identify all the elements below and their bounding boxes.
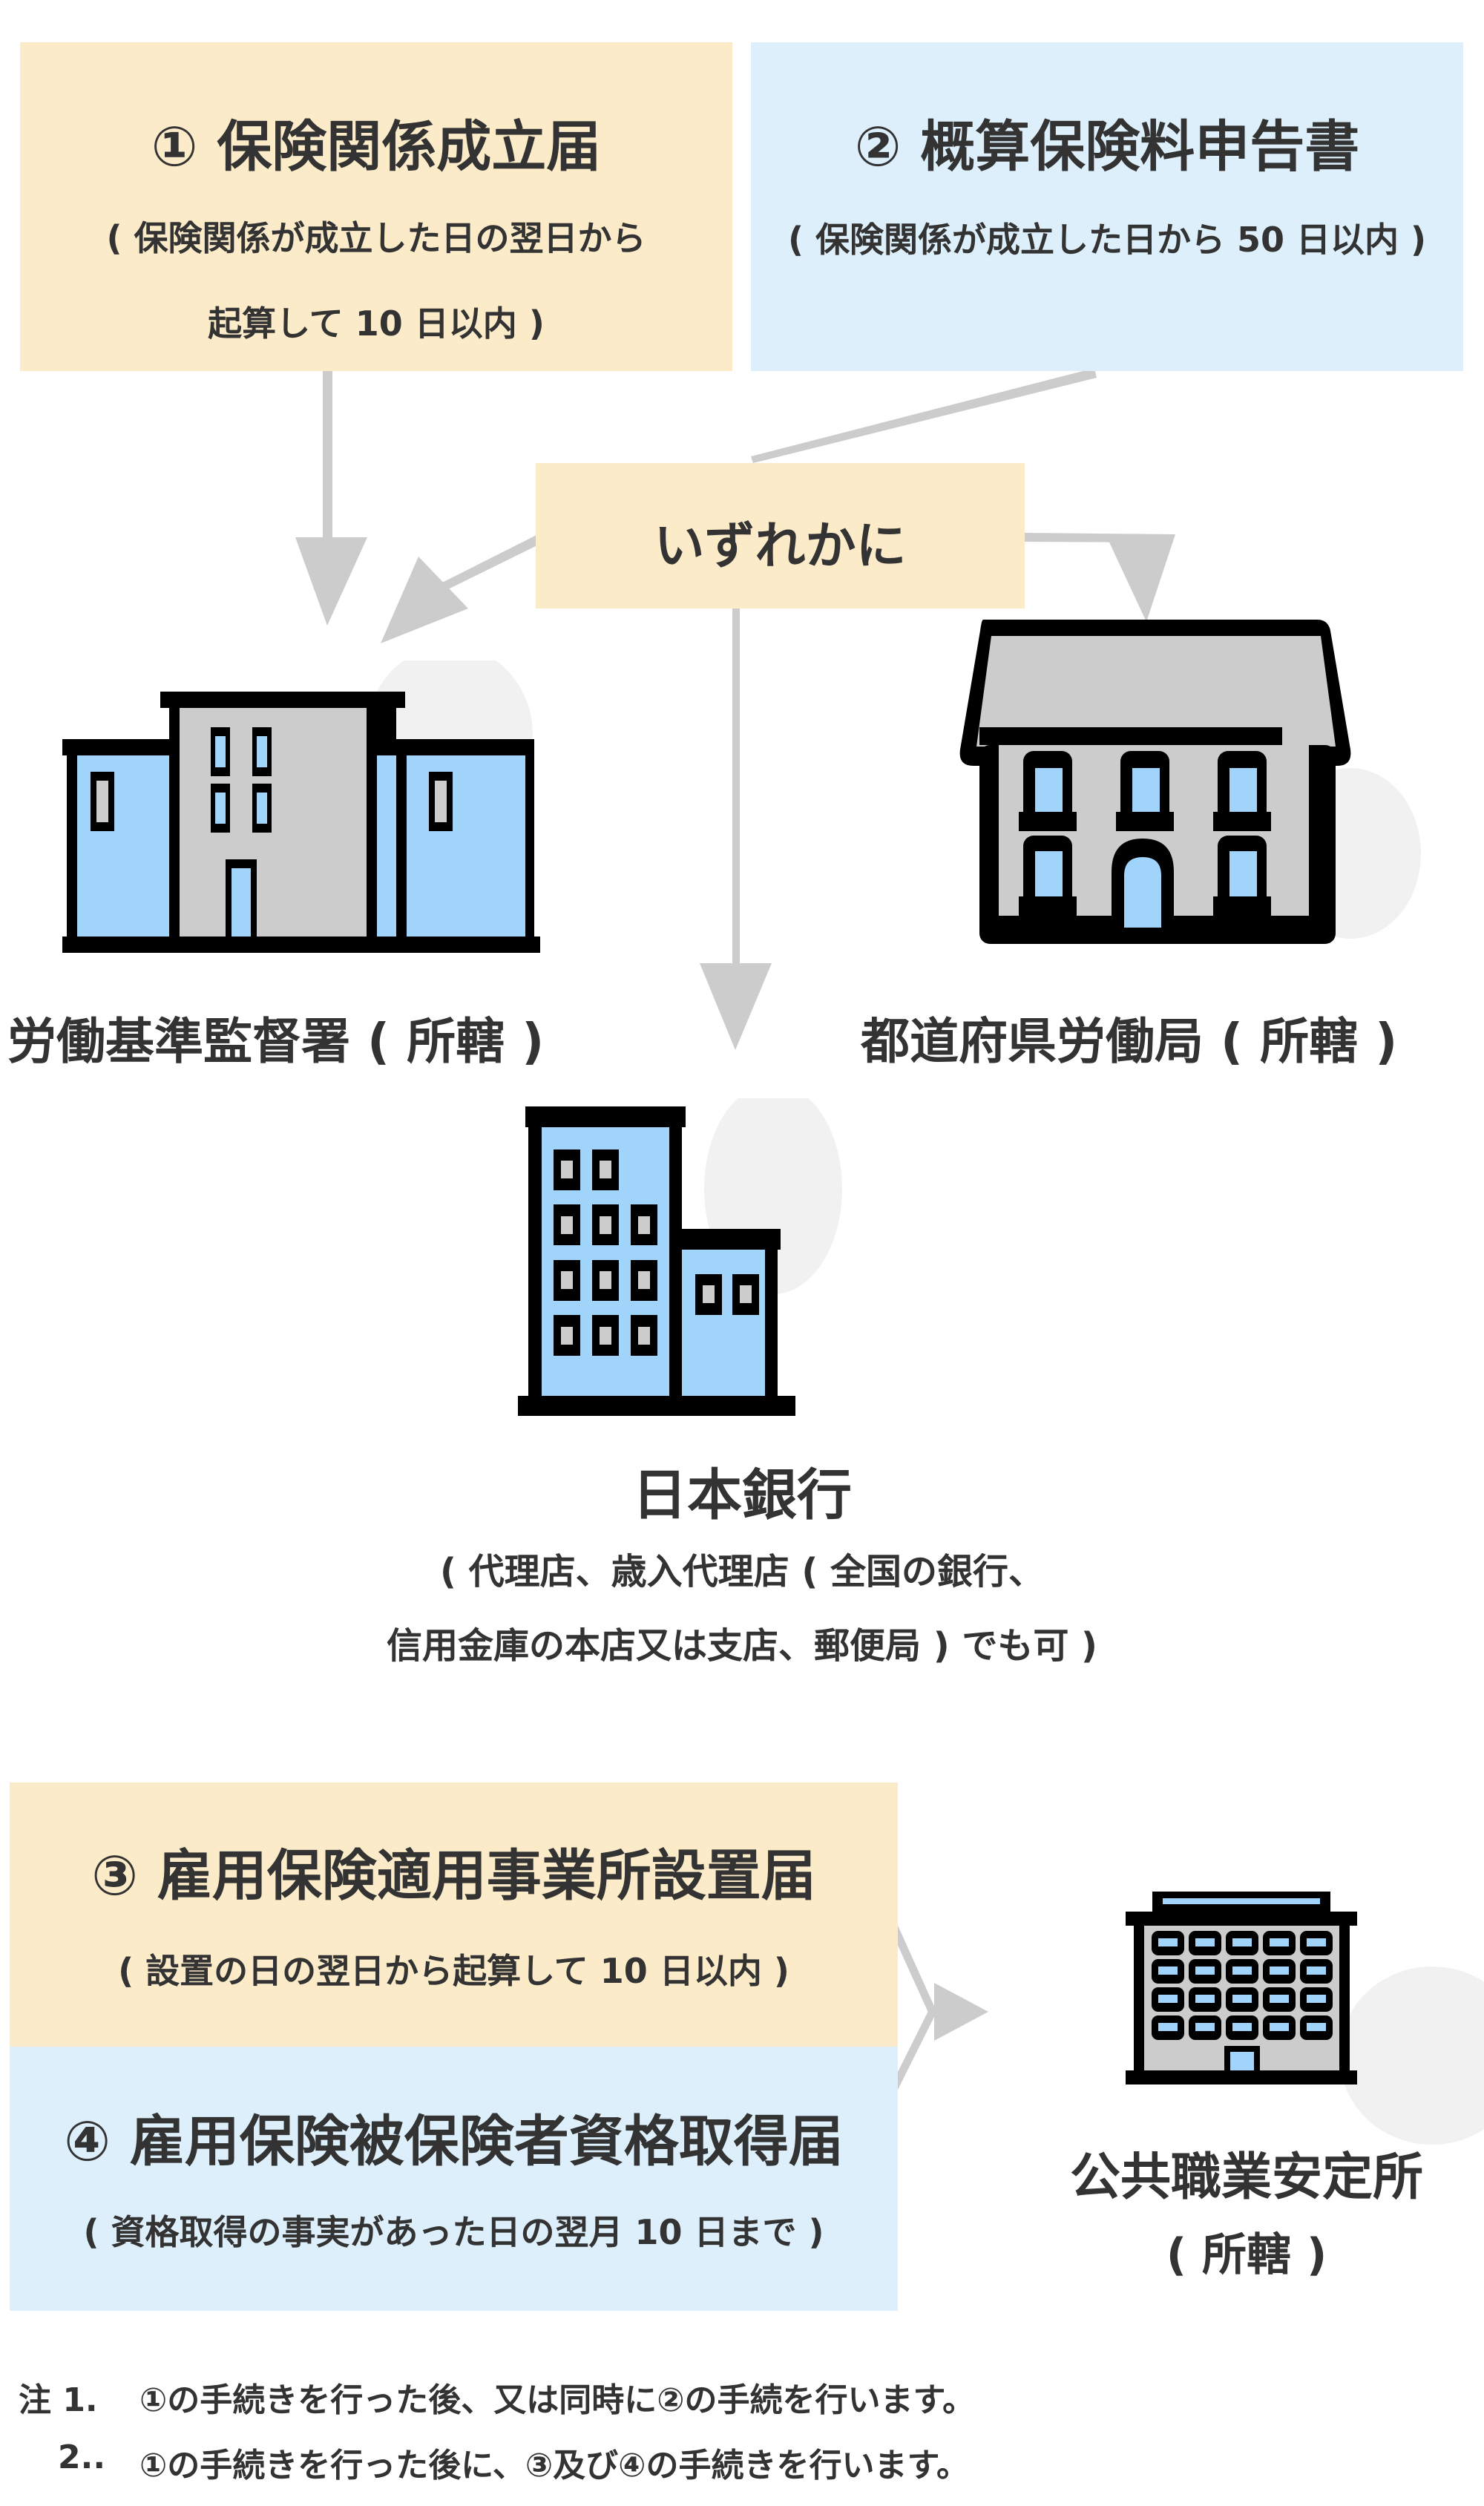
labor-standards-office-label: 労働基準監督署 ( 所轄 ) — [7, 1013, 545, 1070]
note-2-text: ①の手続きを行った後に、③及び④の手続きを行います。 — [139, 2447, 970, 2484]
procedure-2-title: ② 概算保険料申告書 — [854, 115, 1360, 179]
arrow-shaft-choice-to-labor-standards — [442, 535, 542, 590]
procedure-4-title: ④ 雇用保険被保険者資格取得届 — [64, 2110, 844, 2174]
arrowhead-choice-to-labor-standards — [381, 557, 468, 643]
procedure-1-title: ① 保険関係成立届 — [151, 115, 602, 179]
procedure-box-2 — [751, 42, 1463, 371]
labor-standards-office-icon — [30, 660, 564, 972]
note-1-text: ①の手続きを行った後、又は同時に②の手続を行います。 — [139, 2381, 976, 2419]
bank-of-japan-label: 日本銀行 — [632, 1463, 852, 1527]
arrowhead-choice-to-prefectural — [1106, 534, 1175, 622]
employment-office-building-icon — [1126, 1892, 1484, 2145]
procedure-3-title: ③ 雇用保険適用事業所設置届 — [91, 1844, 816, 1908]
bank-of-japan-note-line2: 信用金庫の本店又は支店、郵便局 ) でも可 ) — [386, 1625, 1097, 1667]
connector-box2-to-choice — [751, 368, 1097, 463]
procedure-1-deadline-line1: ( 保険関係が成立した日の翌日から — [106, 218, 646, 258]
arrowhead-box1-to-labor-standards — [295, 537, 367, 626]
government-building-icon — [959, 620, 1421, 944]
prefectural-labor-bureau-label: 都道府県労働局 ( 所轄 ) — [861, 1013, 1398, 1070]
public-employment-office-label: 公共職業安定所 — [1069, 2148, 1423, 2207]
procedure-4-deadline-line1: ( 資格取得の事実があった日の翌月 10 日まで ) — [83, 2212, 824, 2252]
procedure-3-deadline-line1: ( 設置の日の翌日から起算して 10 日以内 ) — [118, 1951, 789, 1991]
procedure-1-deadline-line2: 起算して 10 日以内 ) — [208, 304, 545, 344]
arrowhead-to-public-employment — [934, 1983, 988, 2041]
arrowhead-choice-to-bank — [700, 963, 772, 1050]
bank-of-japan-note-line1: ( 代理店、歳入代理店 ( 全国の銀行、 — [439, 1551, 1044, 1593]
choice-label: いずれかに — [654, 517, 907, 576]
choice-box — [536, 463, 1025, 609]
procedure-box-1 — [20, 42, 732, 371]
bank-building-icon — [518, 1098, 842, 1416]
procedure-box-3 — [10, 1782, 898, 2047]
note-1-label: 注 1. — [19, 2381, 98, 2419]
note-2-label: 2.. — [58, 2438, 106, 2476]
arrow-shaft-choice-to-bank — [732, 609, 740, 965]
arrow-shaft-box1-to-labor-standards — [323, 371, 332, 545]
procedure-box-4 — [10, 2047, 898, 2311]
public-employment-office-sub: ( 所轄 ) — [1166, 2229, 1327, 2281]
procedure-2-deadline-line1: ( 保険関係が成立した日から 50 日以内 ) — [787, 220, 1427, 260]
